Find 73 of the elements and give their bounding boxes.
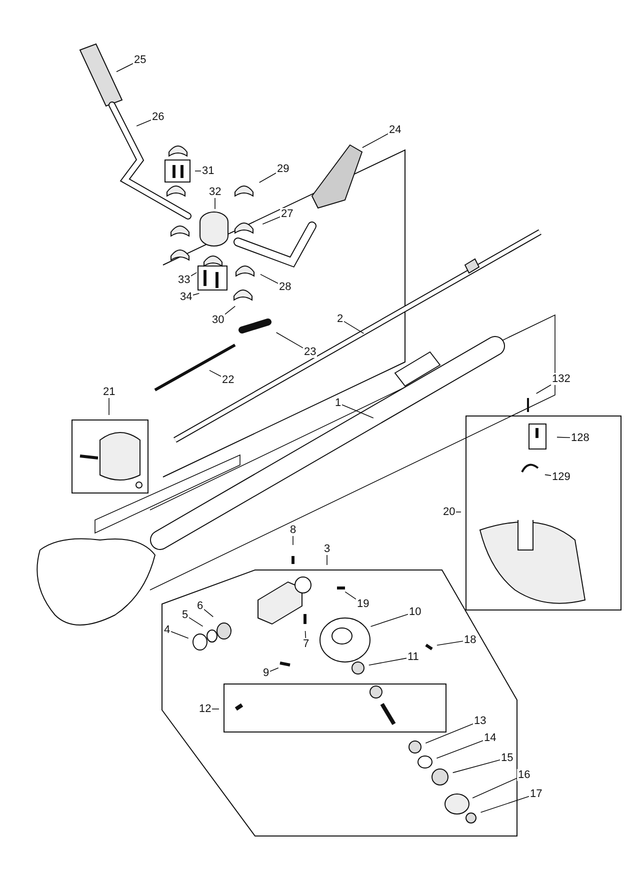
callout-number: 132 [551,373,572,385]
callout-number: 13 [473,715,488,727]
leader-line [276,332,304,348]
leader-line [192,292,200,296]
leader-line [170,631,189,639]
leader-line [425,723,474,744]
callout-number: 129 [551,471,572,483]
callout-number: 28 [278,281,292,293]
callout-number: 29 [276,163,290,175]
callout-number: 31 [201,165,216,177]
leader-line [188,617,204,627]
leader-line [270,668,279,672]
leader-line [342,404,374,418]
leader-line [472,778,518,798]
callout-number: 20 [442,506,456,518]
callout-number: 30 [211,314,226,326]
callout-number: 17 [529,788,544,800]
leader-line [536,384,552,394]
callout-number: 6 [196,600,204,612]
leader-line [304,630,306,638]
callout-number: 7 [302,638,310,650]
leader-line [436,740,484,759]
leader-line [344,321,364,334]
leader-line [262,216,280,224]
leader-line [194,170,202,172]
callout-number: 11 [406,651,420,663]
callout-number: 1 [334,397,342,409]
callout-number: 4 [163,624,172,636]
leader-line [136,120,152,126]
leader-line [209,370,222,377]
callout-number: 26 [151,111,166,123]
callout-number: 5 [181,609,190,621]
callout-number: 27 [280,208,294,220]
leader-line [344,591,356,600]
leader-line [326,554,328,566]
leader-line [368,658,407,666]
leader-line [480,796,530,813]
leader-line [224,306,236,315]
callout-number: 32 [208,186,222,198]
callout-number: 15 [500,752,514,764]
callout-number: 8 [289,524,298,536]
callout-number: 22 [221,374,236,386]
callout-number: 128 [570,432,590,444]
callout-number: 2 [336,313,344,325]
callout-number: 33 [177,274,192,286]
callout-number: 18 [463,634,478,646]
leader-line [190,272,198,276]
callout-number: 24 [388,124,402,136]
callout-number: 3 [323,543,332,555]
callout-number: 12 [198,703,212,715]
leader-line [258,172,276,183]
leader-line [212,708,220,710]
leader-line [370,614,408,627]
leader-line [362,133,388,148]
leader-line [544,474,552,476]
callout-number: 16 [517,769,532,781]
callout-number: 19 [356,598,370,610]
callout-number: 10 [408,606,422,618]
callout-number: 34 [179,291,194,303]
leader-line [204,608,214,618]
leader-line [452,760,500,774]
leader-line [436,640,464,646]
leader-line [260,274,278,284]
callout-number: 23 [303,346,318,358]
callout-number: 14 [483,732,498,744]
leader-line [292,536,294,546]
callout-number: 9 [262,667,270,679]
leader-line [108,398,110,416]
leader-line [116,63,134,72]
callout-number: 25 [133,54,148,66]
leader-line [214,198,216,210]
leader-line [556,436,570,438]
callout-number: 21 [102,386,116,398]
